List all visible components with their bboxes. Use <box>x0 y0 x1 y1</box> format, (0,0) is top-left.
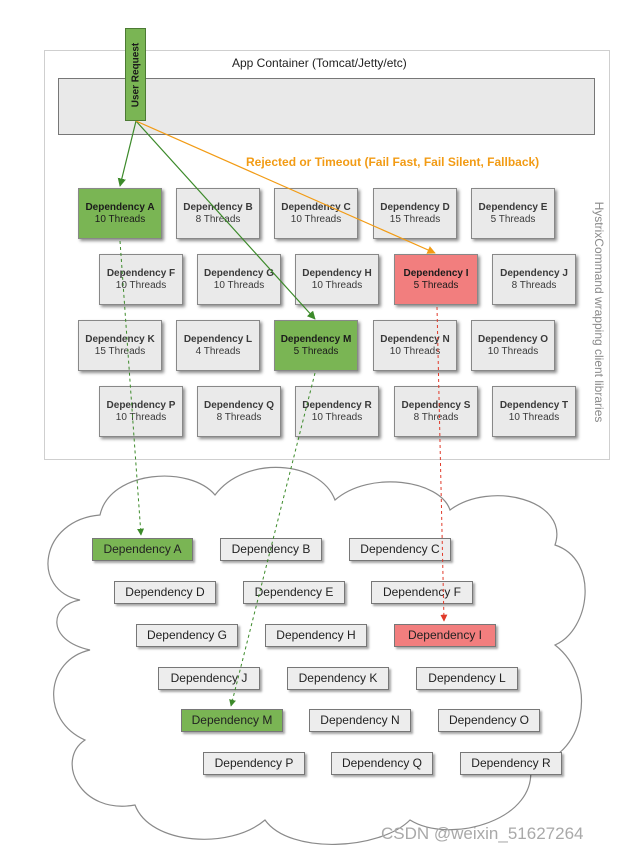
app-container-title: App Container (Tomcat/Jetty/etc) <box>232 56 407 70</box>
cloud-dependency-q: Dependency Q <box>331 752 433 775</box>
cloud-dependency-g: Dependency G <box>136 624 238 647</box>
thread-pool-name: Dependency F <box>106 268 176 279</box>
arrow-request-to-i <box>135 120 436 254</box>
cloud-dependency-c: Dependency C <box>349 538 451 561</box>
thread-pool-threads: 10 Threads <box>115 280 167 291</box>
thread-pool-threads: 10 Threads <box>213 280 265 291</box>
thread-pool-name: Dependency S <box>401 400 471 411</box>
thread-pool-threads: 10 Threads <box>94 214 146 225</box>
thread-pool-threads: 4 Threads <box>195 346 241 357</box>
cloud-dependency-m: Dependency M <box>181 709 283 732</box>
thread-pool-threads: 8 Threads <box>511 280 557 291</box>
dashed-a-to-cloud-a <box>119 240 145 536</box>
thread-pool-name: Dependency M <box>280 334 352 345</box>
cloud-dependency-e: Dependency E <box>243 581 345 604</box>
thread-pool-threads: 5 Threads <box>413 280 459 291</box>
thread-pool-name: Dependency P <box>106 400 176 411</box>
thread-pool-threads: 5 Threads <box>293 346 339 357</box>
thread-pool-threads: 10 Threads <box>311 412 363 423</box>
thread-pool-name: Dependency K <box>85 334 155 345</box>
rejected-timeout-label: Rejected or Timeout (Fail Fast, Fail Sil… <box>246 155 540 169</box>
cloud-dependency-i: Dependency I <box>394 624 496 647</box>
thread-pool-name: Dependency O <box>477 334 549 345</box>
thread-pool-name: Dependency L <box>183 334 253 345</box>
thread-pool-name: Dependency J <box>500 268 568 279</box>
watermark: CSDN @weixin_51627264 <box>381 824 584 843</box>
thread-pool-name: Dependency D <box>380 202 450 213</box>
thread-pool-threads: 8 Threads <box>216 412 262 423</box>
thread-pool-threads: 10 Threads <box>290 214 342 225</box>
dashed-m-to-cloud-m <box>229 372 316 707</box>
cloud-dependency-f: Dependency F <box>371 581 473 604</box>
cloud-dependency-o: Dependency O <box>438 709 540 732</box>
thread-pool-name: Dependency H <box>302 268 372 279</box>
thread-pool-name: Dependency R <box>302 400 372 411</box>
cloud-dependency-k: Dependency K <box>287 667 389 690</box>
thread-pool-threads: 10 Threads <box>115 412 167 423</box>
thread-pool-name: Dependency C <box>281 202 351 213</box>
cloud-dependency-p: Dependency P <box>203 752 305 775</box>
thread-pool-name: Dependency I <box>403 268 469 279</box>
cloud-dependency-l: Dependency L <box>416 667 518 690</box>
thread-pool-name: Dependency T <box>499 400 569 411</box>
thread-pool-name: Dependency E <box>478 202 548 213</box>
thread-pool-threads: 10 Threads <box>311 280 363 291</box>
arrow-request-to-m <box>135 120 316 320</box>
thread-pool-name: Dependency N <box>380 334 450 345</box>
thread-pool-threads: 5 Threads <box>490 214 536 225</box>
user-request-label: User Request <box>130 42 141 107</box>
dashed-i-to-cloud-i <box>436 306 448 622</box>
arrow-request-to-a <box>117 120 137 187</box>
cloud-dependency-n: Dependency N <box>309 709 411 732</box>
user-request-box: User Request <box>125 28 146 121</box>
thread-pool-name: Dependency G <box>203 268 275 279</box>
thread-pool-name: Dependency A <box>85 202 155 213</box>
cloud-dependency-a: Dependency A <box>92 538 193 561</box>
cloud-dependency-r: Dependency R <box>460 752 562 775</box>
thread-pool-threads: 10 Threads <box>487 346 539 357</box>
cloud-dependency-h: Dependency H <box>265 624 367 647</box>
thread-pool-threads: 8 Threads <box>195 214 241 225</box>
cloud-dependency-j: Dependency J <box>158 667 260 690</box>
cloud-dependency-d: Dependency D <box>114 581 216 604</box>
thread-pool-threads: 10 Threads <box>508 412 560 423</box>
thread-pool-threads: 10 Threads <box>389 346 441 357</box>
thread-pool-name: Dependency B <box>183 202 253 213</box>
thread-pool-threads: 15 Threads <box>94 346 146 357</box>
thread-pool-threads: 15 Threads <box>389 214 441 225</box>
thread-pool-name: Dependency Q <box>203 400 275 411</box>
thread-pool-threads: 8 Threads <box>413 412 459 423</box>
